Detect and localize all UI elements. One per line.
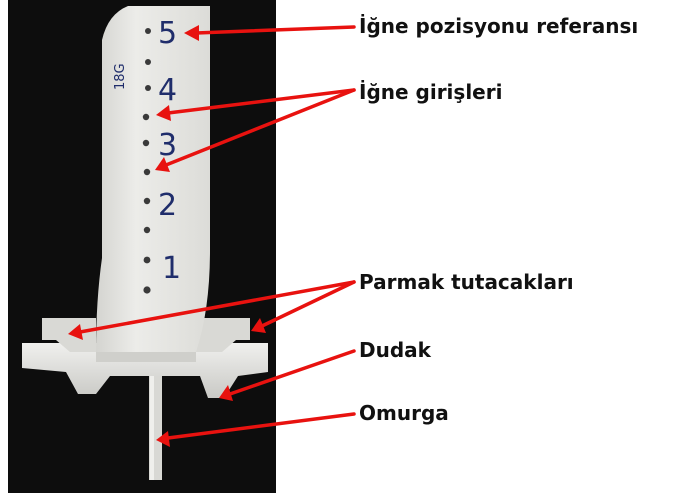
arrow-spine xyxy=(156,412,356,447)
needle-template-photo: 5 4 3 2 1 18G xyxy=(22,6,268,480)
label-finger-grips: Parmak tutacakları xyxy=(359,270,574,294)
label-lip: Dudak xyxy=(359,338,431,362)
depth-number: 4 xyxy=(158,73,177,108)
arrow-needle-entry-lower xyxy=(155,88,356,172)
depth-number: 3 xyxy=(158,128,177,163)
gauge-label: 18G xyxy=(113,63,128,90)
label-needle-entries: İğne girişleri xyxy=(359,80,503,104)
arrow-needle-entry-upper xyxy=(156,88,356,121)
arrow-needle-position-reference xyxy=(184,25,356,41)
depth-number: 5 xyxy=(158,16,177,51)
label-spine: Omurga xyxy=(359,401,449,425)
annotation-arrows xyxy=(68,25,356,447)
finger-grip-left xyxy=(42,318,96,352)
needle-holes xyxy=(142,28,151,294)
arrow-lip xyxy=(219,349,356,401)
depth-number: 1 xyxy=(162,251,181,286)
arrow-finger-grip-right xyxy=(251,280,356,333)
lip xyxy=(22,343,268,398)
label-needle-position-reference: İğne pozisyonu referansı xyxy=(359,14,639,38)
finger-grip-right xyxy=(196,318,250,352)
arrow-finger-grip-left xyxy=(68,280,356,340)
template-plate xyxy=(96,6,210,352)
depth-number: 2 xyxy=(158,188,177,223)
